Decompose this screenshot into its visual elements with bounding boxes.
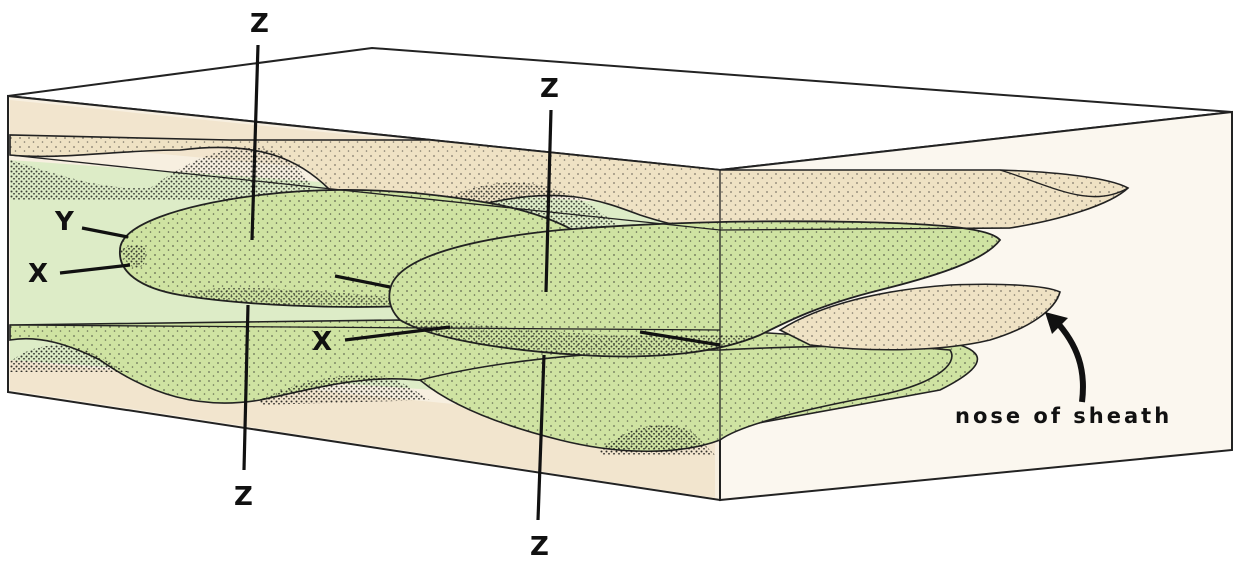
y-label-left: Y xyxy=(54,207,75,237)
nose-of-sheath-label: nose of sheath xyxy=(955,404,1172,428)
z-label-left-top: Z xyxy=(250,9,269,39)
z-label-mid-bottom: Z xyxy=(530,532,549,562)
x-label-left: X xyxy=(28,259,48,289)
x-label-mid: X xyxy=(312,327,332,357)
z-label-left-bottom: Z xyxy=(234,482,253,512)
z-label-mid-top: Z xyxy=(540,74,559,104)
